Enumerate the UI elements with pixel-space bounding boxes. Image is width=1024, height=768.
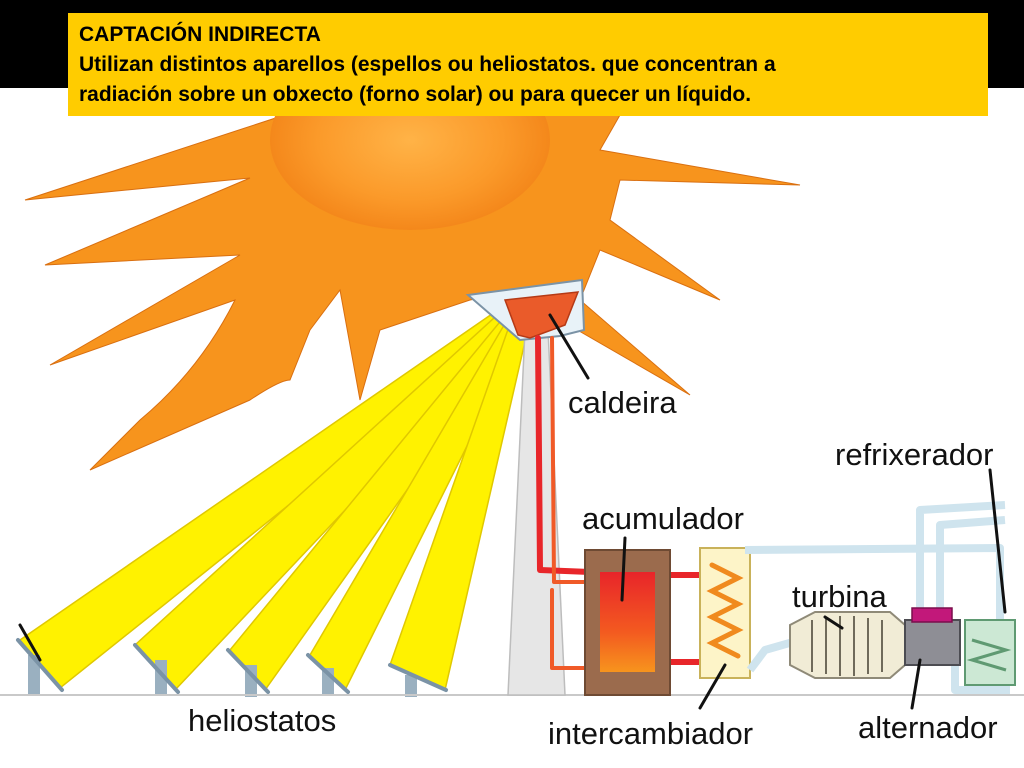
heat-exchanger (699, 547, 751, 679)
label-alternador: alternador (858, 710, 998, 745)
mirror (388, 663, 448, 692)
mirror (16, 638, 64, 692)
label-turbina: turbina (792, 579, 888, 614)
caption-box: CAPTACIÓN INDIRECTA Utilizan distintos a… (68, 13, 988, 116)
leader-lines (18, 313, 1007, 710)
label-heliostatos: heliostatos (188, 703, 336, 738)
label-refrixerador: refrixerador (835, 437, 994, 472)
label-intercambiador: intercambiador (548, 716, 753, 751)
caption-title: CAPTACIÓN INDIRECTA (79, 23, 321, 46)
sun-rays (24, 109, 801, 471)
alternator (904, 607, 961, 666)
heliostat-mirrors (16, 638, 448, 697)
label-caldeira: caldeira (568, 385, 677, 420)
mirror (133, 643, 180, 694)
cool-pipes (744, 501, 1010, 694)
caption-line-2: radiación sobre un obxecto (forno solar)… (79, 83, 752, 106)
turbine (789, 611, 906, 679)
mirror (226, 648, 270, 694)
label-acumulador: acumulador (582, 501, 744, 536)
mirror (306, 653, 350, 694)
caption-line-1: Utilizan distintos aparellos (espellos o… (79, 53, 776, 76)
cooler (964, 619, 1016, 686)
accumulator (584, 549, 671, 696)
